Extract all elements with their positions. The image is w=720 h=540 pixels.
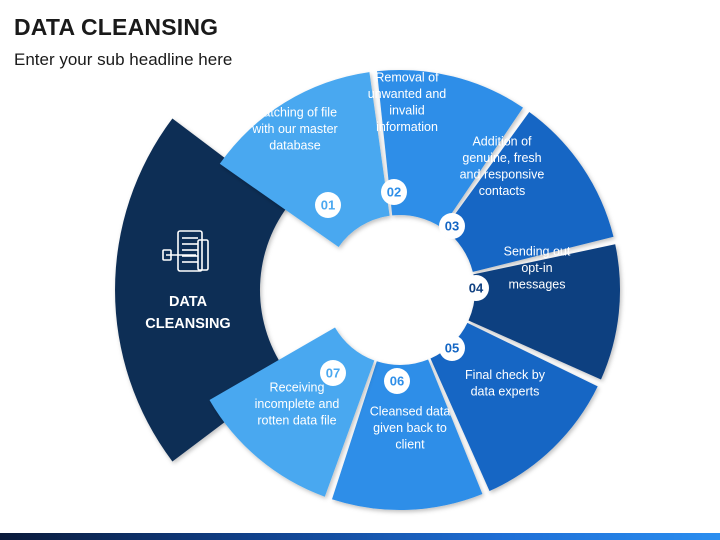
step-text-line: contacts bbox=[479, 184, 526, 198]
step-number-badge bbox=[463, 275, 489, 301]
step-number: 04 bbox=[469, 281, 484, 296]
step-segment-02: Removal of unwanted and invalid information… bbox=[368, 69, 523, 228]
page-subtitle: Enter your sub headline here bbox=[14, 50, 233, 69]
page-title: DATA CLEANSING bbox=[14, 14, 219, 40]
center-label-line2: CLEANSING bbox=[145, 316, 230, 332]
step-number-badge bbox=[381, 179, 407, 205]
step-text-line: Cleansed data bbox=[370, 405, 451, 419]
center-segment: DATA CLEANSING bbox=[115, 118, 289, 462]
step-segment-05: Final check by data experts 05 bbox=[430, 322, 598, 491]
step-number: 03 bbox=[445, 219, 459, 234]
bottom-accent-bar bbox=[0, 533, 720, 540]
step-segment-shape bbox=[468, 244, 621, 380]
center-segment-shape bbox=[115, 118, 289, 462]
step-text-line: Final check by bbox=[465, 368, 546, 382]
step-segment-01: Matching of file with our master database 0… bbox=[219, 72, 390, 247]
step-number-badge bbox=[320, 360, 346, 386]
step-number: 05 bbox=[445, 341, 459, 356]
step-text-line: messages bbox=[509, 278, 566, 292]
step-text-line: opt-in bbox=[521, 261, 552, 275]
step-text-line: Removal of bbox=[375, 70, 439, 84]
step-segments: Matching of file with our master database 0… bbox=[209, 69, 621, 510]
step-text-line: with our master bbox=[251, 122, 337, 136]
step-segment-shape bbox=[430, 322, 598, 491]
step-segment-shape bbox=[377, 69, 523, 228]
step-text-line: and responsive bbox=[460, 167, 545, 181]
step-segment-shape bbox=[219, 72, 390, 247]
step-number-badge bbox=[315, 192, 341, 218]
step-text-line: incomplete and bbox=[255, 397, 340, 411]
step-number: 01 bbox=[321, 198, 335, 213]
step-text-line: rotten data file bbox=[257, 414, 336, 428]
step-number-badge bbox=[439, 335, 465, 361]
step-segment-shape bbox=[332, 359, 483, 510]
step-segment-shape bbox=[444, 112, 614, 272]
step-text-line: genuine, fresh bbox=[462, 151, 541, 165]
step-text-line: Matching of file bbox=[253, 106, 337, 120]
step-text-line: invalid bbox=[389, 103, 424, 117]
step-segment-06: Cleansed data given back to client 06 bbox=[332, 359, 483, 510]
step-number: 07 bbox=[326, 366, 340, 381]
step-text-line: given back to bbox=[373, 421, 447, 435]
step-segment-07: Receiving incomplete and rotten data file 0… bbox=[209, 327, 375, 497]
data-cleansing-icon bbox=[162, 230, 209, 272]
step-number-badge bbox=[384, 368, 410, 394]
center-label-line1: DATA bbox=[169, 294, 208, 310]
step-text-line: Addition of bbox=[472, 134, 532, 148]
step-number-badge bbox=[439, 213, 465, 239]
step-text-line: Receiving bbox=[270, 381, 325, 395]
step-text-line: information bbox=[376, 120, 438, 134]
step-text-line: client bbox=[395, 438, 425, 452]
step-text-line: unwanted and bbox=[368, 87, 447, 101]
step-text-line: database bbox=[269, 139, 320, 153]
step-number: 06 bbox=[390, 374, 404, 389]
step-text-line: Sending out bbox=[504, 245, 571, 259]
step-segment-04: Sending out opt-in messages 04 bbox=[463, 244, 621, 380]
step-number: 02 bbox=[387, 185, 401, 200]
step-text-line: data experts bbox=[471, 384, 540, 398]
step-segment-03: Addition of genuine, fresh and responsive c… bbox=[439, 112, 614, 272]
